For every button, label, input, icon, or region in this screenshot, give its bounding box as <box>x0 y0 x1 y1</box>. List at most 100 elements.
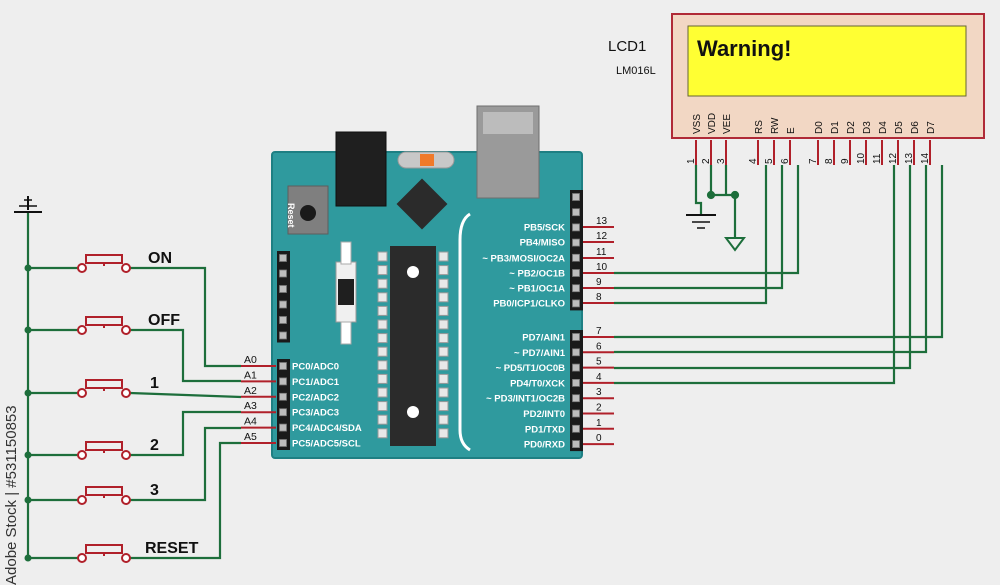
ground-symbol-lcd <box>686 214 716 229</box>
wire-1 <box>130 266 241 368</box>
lcd-pin-number: 6 <box>780 158 791 164</box>
wire-4 <box>130 410 241 457</box>
push-button-label: 2 <box>150 437 159 454</box>
mcu-pad <box>377 292 388 303</box>
lcd-pin-group: VSS1VDD2VEE3RS4RW5E6D07D18D29D310D411D51… <box>686 113 937 165</box>
header-pin-label: ~ PB2/OC1B <box>509 269 565 280</box>
header-pin-number: 0 <box>596 433 602 444</box>
mcu-pad <box>438 401 449 412</box>
header-pin-label: ~ PD5/T1/OC0B <box>496 363 566 374</box>
analog-header-pin <box>279 377 287 386</box>
digital-header-low-pin <box>572 394 580 403</box>
mcu-pad <box>377 428 388 439</box>
push-button-1: 1 <box>24 375 159 398</box>
digital-header-high-pin <box>572 253 580 262</box>
push-button-label: 3 <box>150 482 159 499</box>
push-button-label: 1 <box>150 375 159 392</box>
push-button-3: 3 <box>24 482 159 505</box>
header-pin-number: 6 <box>596 341 602 352</box>
wire-10 <box>614 165 800 275</box>
mcu-pad <box>438 387 449 398</box>
header-pin-number: 12 <box>596 231 608 242</box>
header-pin-number: 11 <box>596 247 607 258</box>
lcd-pin-number: 11 <box>872 153 883 164</box>
header-pin-label: ~ PB3/MOSI/OC2A <box>482 254 565 265</box>
wire-6 <box>130 441 241 560</box>
header-pin-label: ~ PD7/AIN1 <box>514 348 566 359</box>
mcu-pad <box>438 278 449 289</box>
wire-3 <box>129 391 242 399</box>
header-pin-number: 1 <box>596 418 602 429</box>
mcu-dot-top <box>407 266 419 278</box>
push-button-label: RESET <box>145 540 199 557</box>
header-pin-label: PB4/MISO <box>520 238 565 249</box>
power-header-pin <box>279 300 287 309</box>
mcu-pad <box>377 346 388 357</box>
reset-switch-cap <box>300 205 316 221</box>
lcd-model-label: LM016L <box>616 65 656 77</box>
mcu-pad <box>438 333 449 344</box>
header-pin-label: ~ PB1/OC1A <box>509 284 565 295</box>
lcd-screen <box>687 25 967 97</box>
digital-header-low-pin <box>572 378 580 387</box>
mcu-pad <box>438 360 449 371</box>
analog-pin-label: PC3/ADC3 <box>292 408 339 419</box>
push-button-2: 2 <box>24 437 159 460</box>
analog-pin-number: A3 <box>244 400 257 412</box>
mcu-pad <box>377 333 388 344</box>
header-pin-number: 8 <box>596 292 602 303</box>
analog-pin-label: PC1/ADC1 <box>292 377 340 388</box>
lcd-pin-name: D1 <box>830 121 841 134</box>
analog-pin-number: A0 <box>244 354 257 366</box>
wire-15 <box>614 165 912 370</box>
digital-header-high-pin <box>572 284 580 293</box>
mcu-pad <box>377 373 388 384</box>
power-header-pin <box>279 331 287 340</box>
header-pin-label: PD7/AIN1 <box>522 333 565 344</box>
header-pin-number: 5 <box>596 357 602 368</box>
mcu-pad <box>438 305 449 316</box>
power-header-strip <box>277 251 290 343</box>
analog-pin-label: PC4/ADC4/SDA <box>292 423 362 434</box>
header-pin-number: 7 <box>596 326 602 337</box>
lcd-pin-name: RS <box>754 120 765 134</box>
lcd-pin-name: RW <box>770 117 781 134</box>
power-header-pin <box>279 269 287 278</box>
mcu-pad <box>438 428 449 439</box>
lcd-screen-text: Warning! <box>697 36 792 61</box>
ground-symbol-left <box>14 196 42 213</box>
lcd-pin-number: 8 <box>824 158 835 164</box>
reset-label: Reset <box>286 203 296 228</box>
header-pin-label: PB5/SCK <box>524 223 565 234</box>
analog-header-pin <box>279 362 287 370</box>
lcd-pin-name: D3 <box>862 121 873 134</box>
header-pin-number: 4 <box>596 372 602 383</box>
lcd-pin-number: 1 <box>686 158 697 164</box>
lcd-pin-name: VSS <box>692 114 703 134</box>
mcu-pad <box>438 373 449 384</box>
analog-pin-label: PC2/ADC2 <box>292 392 339 403</box>
analog-pin-label: PC0/ADC0 <box>292 362 339 373</box>
mcu-pad <box>438 251 449 262</box>
lcd-pin-name: VDD <box>707 113 718 134</box>
analog-header-strip <box>277 359 290 450</box>
lcd-pin-number: 9 <box>840 158 851 164</box>
digital-header-high-pin <box>572 208 580 217</box>
lcd-pin-number: 5 <box>764 158 775 164</box>
mcu-pad <box>438 346 449 357</box>
mcu-pad <box>438 292 449 303</box>
mcu-pad <box>377 360 388 371</box>
wire-junction <box>730 190 740 200</box>
digital-header-high-pin <box>572 299 580 308</box>
mcu-pads <box>377 251 449 439</box>
lcd-pin-number: 14 <box>920 152 931 164</box>
usb-connector-face <box>483 112 533 134</box>
power-header <box>277 251 290 343</box>
header-pin-number: 2 <box>596 403 602 414</box>
analog-header-pin <box>279 423 287 432</box>
digital-header-high-pin <box>572 269 580 277</box>
lcd-pin-name: VEE <box>722 114 733 134</box>
lcd-pin-number: 13 <box>904 152 915 164</box>
